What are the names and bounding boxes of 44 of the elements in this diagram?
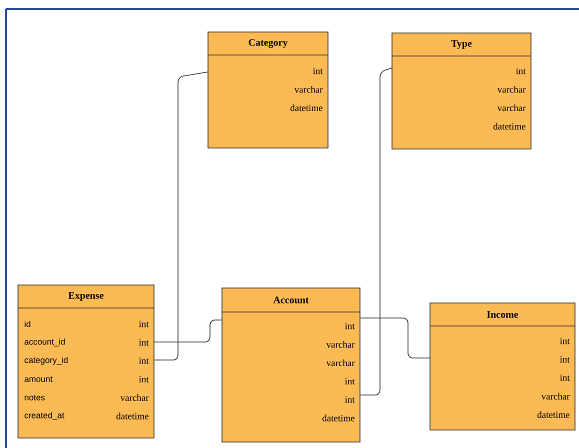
field-type: int (344, 322, 355, 330)
field-type: varchar (326, 341, 355, 348)
field-type: int (138, 376, 149, 382)
field-type: datetime (290, 104, 322, 112)
connector-line (154, 72, 208, 360)
field-type: varchar (497, 86, 526, 93)
table-title: Income (487, 311, 518, 318)
field-type: varchar (294, 86, 323, 93)
connector-line (154, 320, 222, 342)
field-type: varchar (497, 104, 526, 112)
field-type: datetime (322, 414, 354, 422)
connector-line (360, 68, 392, 396)
field-name: account_id (24, 338, 65, 346)
field-type: int (138, 339, 149, 346)
field-type: int (560, 338, 570, 344)
table-title: Type (451, 40, 472, 49)
field-name: amount (24, 376, 52, 382)
field-type: int (312, 68, 323, 74)
table-title: Account (273, 296, 309, 304)
table-box (208, 32, 328, 148)
field-type: int (344, 396, 355, 403)
field-type: datetime (116, 412, 148, 420)
field-name: created_at (24, 412, 64, 420)
table-box (18, 284, 154, 438)
field-type: int (138, 358, 149, 364)
field-type: int (560, 356, 570, 363)
connector-line (360, 318, 430, 358)
field-type: datetime (493, 122, 526, 130)
field-type: varchar (541, 392, 570, 400)
field-type: int (560, 374, 570, 381)
table-box (222, 288, 360, 442)
field-name: notes (24, 394, 45, 400)
field-name: id (24, 320, 30, 328)
field-type: varchar (326, 359, 355, 366)
table-box (430, 302, 576, 430)
table-box (392, 32, 532, 150)
table-title: Category (248, 39, 288, 48)
field-type: int (516, 68, 526, 74)
field-type: datetime (537, 411, 570, 418)
field-type: int (344, 378, 355, 384)
field-name: category_id (24, 356, 68, 365)
field-type: varchar (120, 394, 149, 401)
field-type: int (138, 320, 149, 328)
table-title: Expense (68, 292, 104, 301)
